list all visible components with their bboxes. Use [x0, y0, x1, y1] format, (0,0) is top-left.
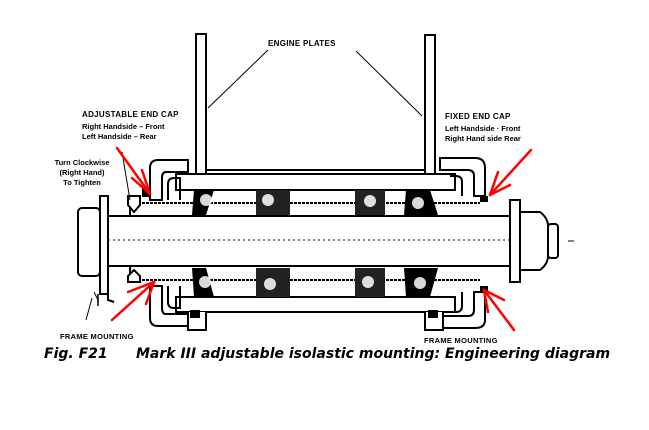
- figure-caption: Fig. F21 Mark III adjustable isolastic mo…: [44, 346, 610, 362]
- leader-engine-plate-left: [207, 49, 269, 109]
- turn-clockwise-line2: (Right Hand): [59, 168, 105, 177]
- turn-clockwise-line1: Turn Clockwise: [54, 158, 110, 167]
- red-arrow-top-left: [115, 146, 152, 196]
- lock-screw-top: [127, 195, 141, 214]
- adjustable-end-cap-line2: Left Handside – Rear: [82, 132, 157, 141]
- fixed-end-cap-line2: Right Hand side Rear: [445, 134, 521, 143]
- red-arrow-top-right: [488, 148, 533, 197]
- lock-screw-bottom: [127, 268, 141, 283]
- engine-plate-left: [195, 33, 207, 175]
- right-washer: [509, 199, 521, 283]
- left-nut: [77, 207, 101, 277]
- leader-engine-plate-right: [355, 50, 423, 117]
- adjustable-end-cap-top: [149, 159, 189, 201]
- red-arrow-bottom-right: [482, 288, 516, 332]
- figure-title: Mark III adjustable isolastic mounting: …: [136, 346, 611, 362]
- right-nut: [519, 211, 549, 271]
- fixed-end-cap-title: FIXED END CAP: [445, 112, 511, 121]
- annotation-arrows: [110, 146, 533, 332]
- adjustable-end-cap-line1: Right Handside – Front: [82, 122, 165, 131]
- fixed-end-cap-line1: Left Handside · Front: [445, 124, 521, 133]
- fixed-end-cap-top: [439, 157, 486, 197]
- left-washer: [99, 195, 109, 295]
- figure-number: Fig. F21: [44, 346, 108, 362]
- housing-bottom: [175, 296, 456, 313]
- label-frame-mounting-left: FRAME MOUNTING: [60, 332, 134, 341]
- label-turn-clockwise: Turn Clockwise (Right Hand) To Tighten: [44, 158, 120, 188]
- rubber-bushes: [142, 188, 488, 318]
- label-frame-mounting-right: FRAME MOUNTING: [424, 336, 498, 345]
- turn-clockwise-line3: To Tighten: [63, 178, 101, 187]
- adjustable-end-cap-title: ADJUSTABLE END CAP: [82, 110, 179, 119]
- central-shaft: [95, 215, 537, 267]
- label-engine-plates: ENGINE PLATES: [268, 39, 336, 48]
- red-arrow-bottom-left: [110, 280, 156, 322]
- engine-plate-right: [424, 34, 436, 175]
- housing-top: [175, 173, 456, 191]
